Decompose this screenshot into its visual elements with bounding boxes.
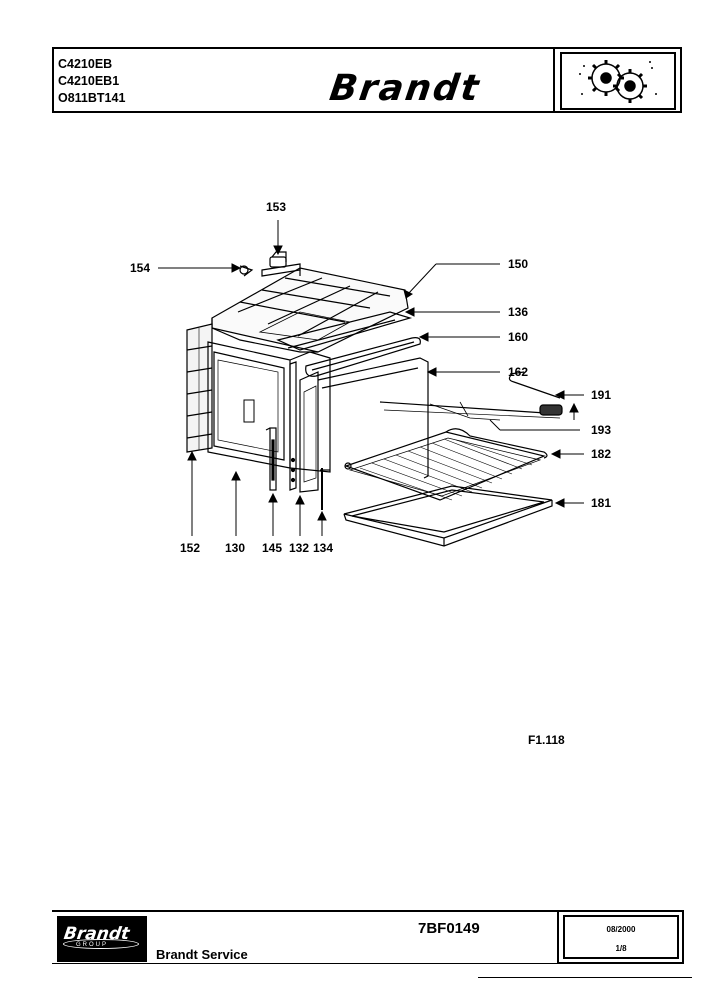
part-label-136: 136 (508, 305, 529, 319)
service-label: Brandt Service (156, 947, 248, 962)
model-number: O811BT141 (58, 91, 126, 105)
footer-top-rule (52, 910, 684, 912)
part-label-162: 162 (508, 365, 529, 379)
gear-box (553, 47, 682, 113)
swoosh-icon (63, 939, 139, 949)
top-insulation (211, 267, 409, 353)
hinge-part (265, 427, 277, 491)
oven-top-frame (276, 311, 413, 351)
part-label-145: 145 (262, 541, 283, 555)
thermostat-parts (239, 251, 301, 277)
document-reference: 7BF0149 (418, 920, 480, 937)
footer-logo-subtext: GROUP (76, 942, 109, 948)
part-label-134: 134 (313, 541, 334, 555)
drip-tray (343, 485, 553, 547)
part-label-160: 160 (508, 330, 529, 344)
gears-icon (560, 52, 676, 110)
part-label-191: 191 (591, 388, 612, 402)
rotisserie-spit (379, 371, 563, 421)
part-label-182: 182 (591, 447, 612, 461)
side-insulation (186, 323, 213, 453)
date-box (557, 910, 684, 964)
part-label-132: 132 (289, 541, 310, 555)
footer-bottom-rule (52, 963, 557, 964)
header-frame (52, 47, 682, 113)
date-inner-box (563, 915, 679, 959)
inner-frame (289, 361, 319, 493)
part-label-181: 181 (591, 496, 612, 510)
model-list: C4210EB C4210EB1 O811BT141 (58, 56, 125, 107)
part-label-154: 154 (130, 261, 151, 275)
bottom-rule (478, 977, 692, 978)
page-number: 1/8 (615, 944, 627, 953)
part-label-152: 152 (180, 541, 201, 555)
part-label-153: 153 (266, 200, 287, 214)
document-date: 08/2000 (606, 925, 636, 934)
part-label-193: 193 (591, 423, 612, 437)
part-label-150: 150 (508, 257, 529, 271)
oven-cavity (207, 341, 331, 473)
model-number: C4210EB1 (58, 74, 120, 88)
model-number: C4210EB (58, 57, 113, 71)
heating-element-top (305, 337, 421, 377)
wire-shelf (344, 428, 548, 501)
heating-element-back (317, 357, 429, 479)
figure-code: F1.118 (528, 733, 565, 747)
part-label-130: 130 (225, 541, 246, 555)
